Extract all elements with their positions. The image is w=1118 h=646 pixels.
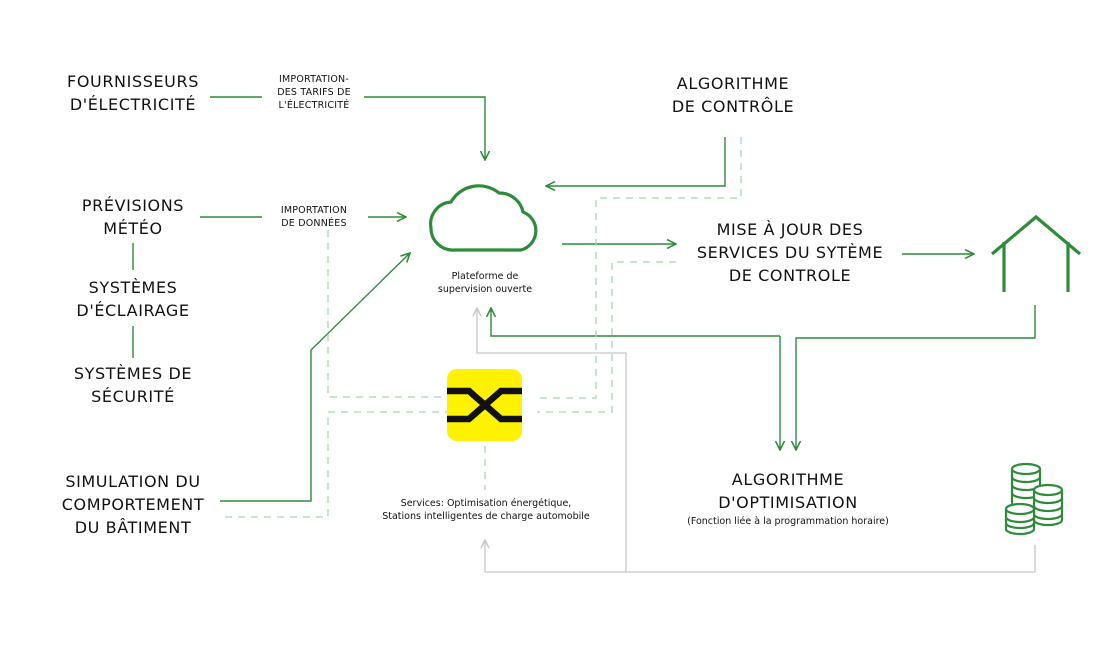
node-miseajour-line-3: DE CONTROLE [728, 266, 852, 285]
gray-coins-to-services [485, 540, 1036, 573]
node-eclairage-line-1: SYSTÈMES [88, 278, 178, 297]
edge-label-tarifs-line-2: DES TARIFS DE [277, 87, 351, 98]
node-mise-a-jour-services: MISE À JOUR DES SERVICES DU SYTÈME DE CO… [680, 218, 900, 287]
node-simulation-line-3: DU BÂTIMENT [74, 518, 192, 537]
node-algorithme-optimisation: ALGORITHME D'OPTIMISATION [688, 468, 888, 514]
node-controle-line-2: DE CONTRÔLE [671, 97, 795, 116]
edge-label-tarifs-line-1: IMPORTATION- [279, 74, 349, 85]
node-simulation-line-1: SIMULATION DU [65, 472, 201, 491]
node-securite-line-2: SÉCURITÉ [91, 387, 175, 406]
node-eclairage-line-2: D'ÉCLAIRAGE [76, 301, 190, 320]
node-previsions-meteo: PRÉVISIONS MÉTÉO [48, 194, 218, 240]
edge-label-donnees-line-1: IMPORTATION [280, 205, 348, 216]
node-fournisseurs-line-2: D'ÉLECTRICITÉ [69, 95, 197, 114]
platform-caption-line-1: Plateforme de [451, 271, 519, 282]
dashed-donnees-to-logo [327, 230, 447, 398]
node-securite-line-1: SYSTÈMES DE [73, 364, 193, 383]
node-miseajour-line-2: SERVICES DU SYTÈME [696, 243, 884, 262]
coins-stack-icon [1004, 462, 1064, 536]
services-caption-line-2: Stations intelligentes de charge automob… [382, 511, 590, 522]
node-systemes-securite: SYSTÈMES DE SÉCURITÉ [48, 362, 218, 408]
edge-tarifs-to-cloud [364, 96, 485, 160]
edge-optim-to-platform [491, 308, 780, 337]
services-caption: Services: Optimisation énergétique, Stat… [345, 497, 627, 523]
edge-label-importation-tarifs: IMPORTATION- DES TARIFS DE L'ÉLECTRICITÉ [258, 73, 370, 112]
platform-caption-line-2: supervision ouverte [437, 284, 533, 295]
platform-caption: Plateforme de supervision ouverte [405, 270, 565, 296]
house-icon [990, 214, 1082, 292]
edge-simulation-to-cloud [220, 253, 410, 502]
node-optimisation-note: (Fonction liée à la programmation horair… [687, 516, 889, 527]
node-miseajour-line-1: MISE À JOUR DES [716, 220, 864, 239]
node-optimisation-line-2: D'OPTIMISATION [718, 493, 858, 512]
services-caption-line-1: Services: Optimisation énergétique, [400, 498, 572, 509]
gray-to-platform [477, 308, 627, 572]
edge-controle-to-cloud [546, 137, 726, 186]
edge-label-tarifs-line-3: L'ÉLECTRICITÉ [278, 100, 350, 111]
node-simulation-batiment: SIMULATION DU COMPORTEMENT DU BÂTIMENT [38, 470, 228, 539]
cloud-icon [429, 184, 538, 252]
node-previsions-line-2: MÉTÉO [103, 219, 163, 238]
node-optimisation-line-1: ALGORITHME [731, 470, 845, 489]
dashed-controle-to-logo [537, 137, 742, 399]
node-previsions-line-1: PRÉVISIONS [81, 196, 185, 215]
edge-house-to-optim [796, 305, 1036, 450]
node-simulation-line-2: COMPORTEMENT [61, 495, 205, 514]
edge-label-donnees-line-2: DE DONNÉES [281, 218, 347, 229]
edge-label-importation-donnees: IMPORTATION DE DONNÉES [258, 204, 370, 230]
node-systemes-eclairage: SYSTÈMES D'ÉCLAIRAGE [48, 276, 218, 322]
dashed-miseajour-to-logo [537, 261, 676, 413]
node-fournisseurs-line-1: FOURNISSEURS [67, 72, 199, 91]
crossing-arrows-logo-icon[interactable] [447, 369, 522, 441]
node-algorithme-controle: ALGORITHME DE CONTRÔLE [648, 72, 818, 118]
node-fournisseurs: FOURNISSEURS D'ÉLECTRICITÉ [48, 70, 218, 116]
node-controle-line-1: ALGORITHME [676, 74, 790, 93]
